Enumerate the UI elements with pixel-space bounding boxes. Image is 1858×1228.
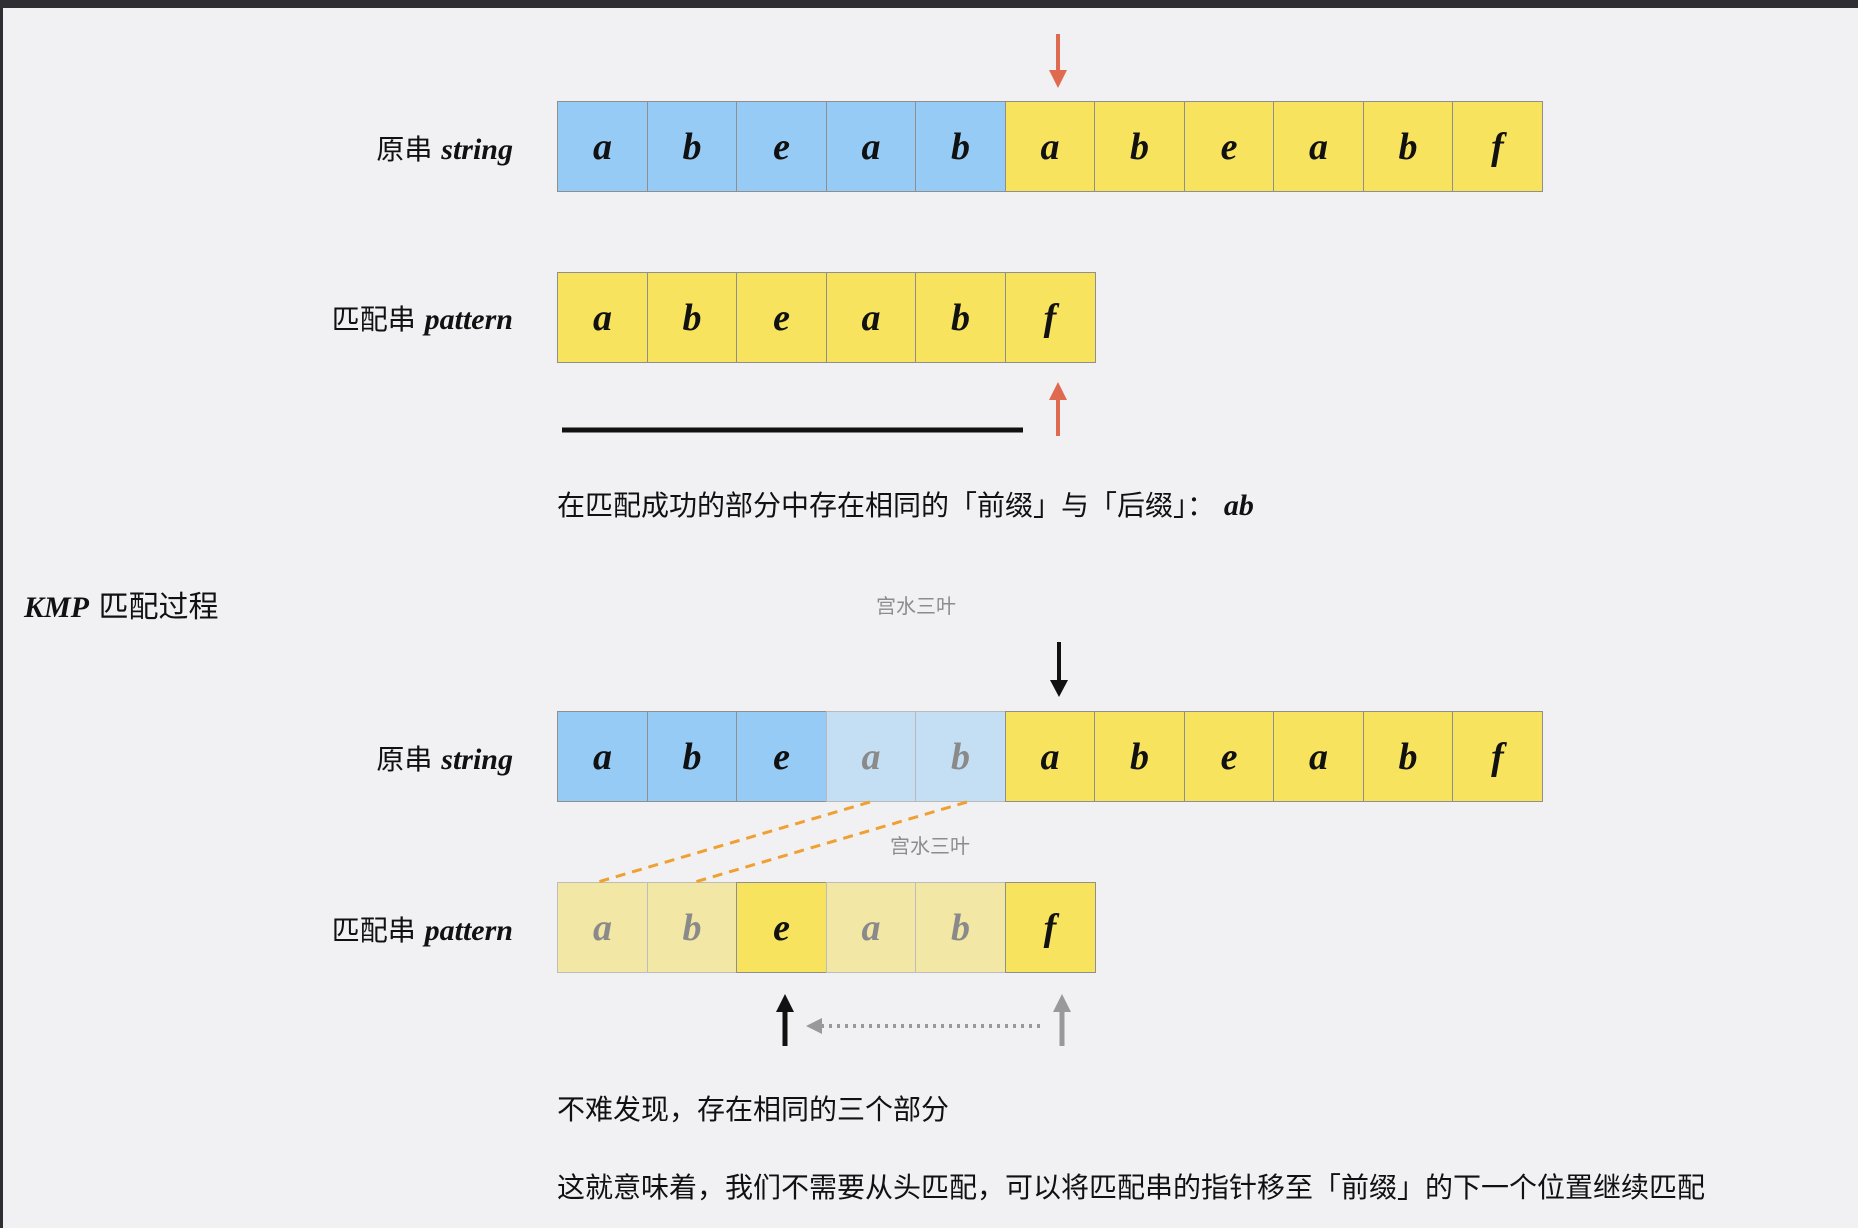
top-string-cell-10: f — [1452, 101, 1543, 192]
top-note-prefix: 在匹配成功的部分中存在相同的「前缀」与「后缀」： — [557, 489, 1216, 522]
top-string-label: 原串 string — [376, 128, 513, 168]
top-string-cell-2: e — [736, 101, 827, 192]
bottom-pattern-cell-2: e — [736, 882, 827, 973]
new-pattern-pointer-arrow — [776, 994, 794, 1046]
pointer-move-arrow — [806, 1018, 1040, 1034]
top-pattern-label-en: pattern — [424, 303, 513, 336]
section-title-cn: 匹配过程 — [98, 590, 219, 625]
top-pattern-label: 匹配串 pattern — [332, 298, 513, 338]
bottom-string-cell-6: b — [1094, 711, 1185, 802]
bottom-string-cell-9: b — [1362, 711, 1454, 802]
bottom-string-cell-2: e — [736, 711, 827, 802]
top-string-pointer-arrow — [1049, 34, 1067, 88]
top-pattern-cell-1: b — [646, 272, 738, 363]
top-pattern-cell-0: a — [557, 272, 648, 363]
bottom-string-cell-3: a — [825, 711, 917, 802]
top-string-label-cn: 原串 — [376, 133, 433, 166]
bottom-pattern-cell-1: b — [646, 882, 738, 973]
bottom-note-2: 这就意味着，我们不需要从头匹配，可以将匹配串的指针移至「前缀」的下一个位置继续匹… — [557, 1171, 1706, 1204]
section-title: KMP 匹配过程 — [24, 582, 219, 626]
bottom-string-label-cn: 原串 — [376, 743, 433, 776]
bottom-pattern-cell-0: a — [557, 882, 648, 973]
top-string-cell-3: a — [825, 101, 917, 192]
top-string-label-en: string — [441, 133, 513, 166]
prefix-suffix-link-lines — [597, 800, 968, 884]
bottom-note-1: 不难发现，存在相同的三个部分 — [557, 1093, 950, 1126]
top-note-value: ab — [1223, 489, 1254, 522]
top-pattern-cell-4: b — [915, 272, 1006, 363]
section-title-en: KMP — [24, 591, 90, 624]
bottom-string-label-en: string — [441, 743, 513, 776]
watermark-2: 宫水三叶 — [890, 834, 970, 858]
bottom-string-pointer-arrow — [1050, 642, 1068, 697]
bottom-pattern-label-cn: 匹配串 — [331, 914, 416, 947]
bottom-pattern-cell-4: b — [915, 882, 1006, 973]
bottom-pattern-label: 匹配串 pattern — [332, 909, 513, 949]
bottom-string-cell-7: e — [1183, 711, 1275, 802]
bottom-pattern-cell-5: f — [1004, 882, 1096, 973]
top-pattern-cell-3: a — [825, 272, 917, 363]
bottom-string-cell-8: a — [1273, 711, 1364, 802]
window-top-bar — [0, 0, 1858, 8]
top-pattern-cell-5: f — [1004, 272, 1096, 363]
top-string-cell-1: b — [646, 101, 738, 192]
top-string-cell-7: e — [1183, 101, 1275, 192]
top-pattern-pointer-arrow — [1049, 382, 1067, 436]
top-string-cell-8: a — [1273, 101, 1364, 192]
bottom-string-cell-1: b — [646, 711, 738, 802]
top-pattern-label-cn: 匹配串 — [331, 303, 416, 336]
bottom-string-cell-0: a — [557, 711, 648, 802]
bottom-pattern-label-en: pattern — [424, 914, 513, 947]
bottom-string-cell-10: f — [1452, 711, 1543, 802]
window-left-edge — [0, 0, 3, 1228]
bottom-string-label: 原串 string — [376, 738, 513, 778]
bottom-pattern-cell-3: a — [825, 882, 917, 973]
top-string-cell-5: a — [1004, 101, 1096, 192]
top-pattern-cell-2: e — [736, 272, 827, 363]
watermark-1: 宫水三叶 — [876, 594, 956, 618]
top-note: 在匹配成功的部分中存在相同的「前缀」与「后缀」： ab — [557, 484, 1254, 524]
top-string-cell-4: b — [915, 101, 1006, 192]
old-pattern-pointer-arrow — [1053, 994, 1071, 1046]
top-string-cell-6: b — [1094, 101, 1185, 192]
